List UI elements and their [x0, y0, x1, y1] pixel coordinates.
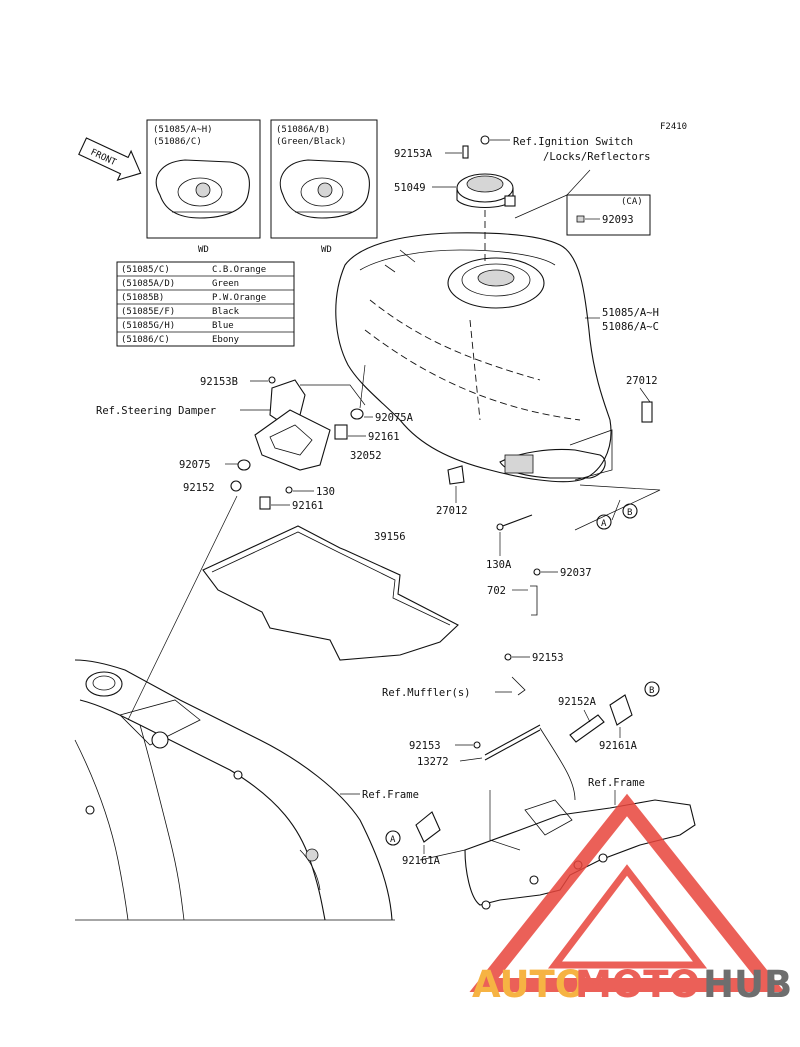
label-13272: 13272	[417, 756, 449, 768]
label-92153-lower: 92153	[409, 740, 441, 752]
label-92161A-right: 92161A	[599, 740, 638, 752]
part-labels: 92153A Ref.Ignition Switch /Locks/Reflec…	[96, 136, 659, 867]
label-51086: 51086/A~C	[602, 321, 659, 333]
watermark-moto: MOTO	[575, 963, 700, 1006]
tank-pad	[202, 525, 459, 661]
label-ref-steering-damper: Ref.Steering Damper	[96, 405, 216, 417]
label-92161-lower: 92161	[292, 500, 324, 512]
label-92161-mid: 92161	[368, 431, 400, 443]
label-92075: 92075	[179, 459, 211, 471]
label-702: 702	[487, 585, 506, 597]
hose-and-grommets	[415, 694, 633, 843]
ca-box: (CA) 92093	[514, 169, 651, 236]
legend-code: (51085G/H)	[121, 321, 175, 331]
figure-code: F2410	[660, 122, 687, 132]
watermark-auto: AUTO	[472, 963, 586, 1006]
automotohub-watermark: AUTO MOTO HUB	[469, 793, 792, 1006]
legend-color: Black	[212, 307, 240, 317]
label-92037: 92037	[560, 567, 592, 579]
label-32052: 32052	[350, 450, 382, 462]
legend-code: (51085A/D)	[121, 279, 175, 289]
svg-text:B: B	[627, 508, 632, 518]
drain-hose	[484, 724, 576, 801]
svg-text:A: A	[601, 519, 607, 529]
label-ref-ignition-1: Ref.Ignition Switch	[513, 136, 633, 148]
watermark-hub: HUB	[703, 963, 792, 1006]
label-27012-top: 27012	[626, 375, 658, 387]
inset-1-line-2: (51086/C)	[153, 137, 202, 147]
bolt-and-clips	[473, 514, 541, 749]
svg-text:A: A	[390, 835, 396, 845]
inset-2-line-1: (51086A/B)	[276, 125, 330, 135]
label-92152: 92152	[183, 482, 215, 494]
fuel-cap	[456, 135, 516, 262]
inset-1-line-1: (51085/A~H)	[153, 125, 213, 135]
legend-code: (51086/C)	[121, 335, 170, 345]
callout-a-top: A	[596, 514, 612, 530]
label-92153A: 92153A	[394, 148, 433, 160]
inset-1-caption: WD	[198, 245, 209, 255]
inset-special-tank: (51086A/B) (Green/Black) WD	[270, 119, 378, 255]
legend-color: Ebony	[212, 335, 240, 345]
legend-color: C.B.Orange	[212, 265, 266, 275]
fuel-tank	[335, 232, 613, 483]
steering-damper-bracket	[230, 376, 366, 510]
legend-color: Green	[212, 279, 239, 289]
svg-text:B: B	[649, 686, 654, 696]
legend-color: P.W.Orange	[212, 293, 266, 303]
label-92153-upper: 92153	[532, 652, 564, 664]
label-ref-frame-right: Ref.Frame	[588, 777, 645, 789]
label-92075A: 92075A	[375, 412, 414, 424]
label-39156: 39156	[374, 531, 406, 543]
legend-code: (51085E/F)	[121, 307, 175, 317]
label-92153B: 92153B	[200, 376, 238, 388]
callout-b-bottom: B	[644, 681, 660, 697]
label-51049: 51049	[394, 182, 426, 194]
front-arrow-icon: FRONT	[78, 137, 142, 181]
legend-code: (51085/C)	[121, 265, 170, 275]
inset-2-caption: WD	[321, 245, 332, 255]
ca-title: (CA)	[621, 197, 643, 207]
label-92152A: 92152A	[558, 696, 597, 708]
color-legend: (51085/C) C.B.Orange (51085A/D) Green (51085…	[116, 261, 295, 347]
legend-color: Blue	[212, 321, 234, 331]
callout-a-bottom: A	[385, 830, 401, 846]
label-ref-frame-left: Ref.Frame	[362, 789, 419, 801]
frame-left	[74, 495, 395, 921]
inset-standard-tank: (51085/A~H) (51086/C) WD	[146, 119, 261, 255]
inset-2-line-2: (Green/Black)	[276, 137, 346, 147]
label-130: 130	[316, 486, 335, 498]
label-ref-ignition-2: /Locks/Reflectors	[543, 151, 650, 163]
legend-code: (51085B)	[121, 293, 164, 303]
label-ref-muffler: Ref.Muffler(s)	[382, 687, 471, 699]
label-92161A-left: 92161A	[402, 855, 441, 867]
label-51085: 51085/A~H	[602, 307, 659, 319]
label-27012-bottom: 27012	[436, 505, 468, 517]
ca-part-92093: 92093	[602, 214, 634, 226]
label-130A: 130A	[486, 559, 512, 571]
